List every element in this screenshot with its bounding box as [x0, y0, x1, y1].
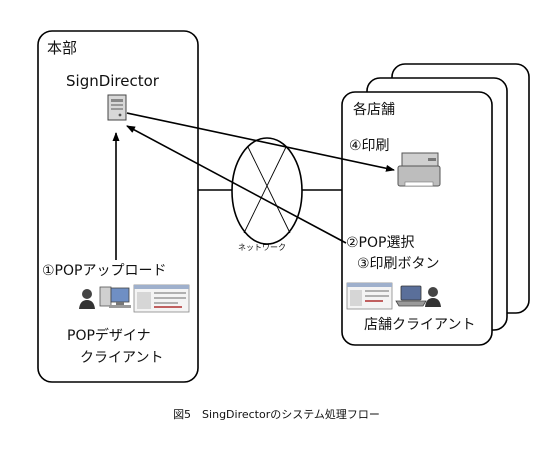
- pop-designer-label-line2: クライアント: [80, 350, 164, 366]
- network-cross-line-1: [247, 146, 291, 234]
- designer-desktop-pc-icon: [99, 286, 131, 308]
- stores-title: 各店舗: [353, 102, 395, 118]
- store-box-front: [341, 91, 493, 346]
- arrow-print: [126, 112, 395, 172]
- network-cross-line-2: [243, 146, 287, 234]
- figure-caption: 図5 SingDirectorのシステム処理フロー: [173, 408, 380, 421]
- arrow-select: [126, 125, 347, 244]
- step4-print-label: ④印刷: [349, 138, 390, 154]
- step2-select-label: ②POP選択: [346, 235, 415, 251]
- server-label: SignDirector: [66, 72, 159, 90]
- server-icon: [107, 94, 127, 121]
- step1-upload-label: ①POPアップロード: [42, 263, 167, 279]
- store-screenshot-thumbnail: [346, 282, 393, 310]
- headquarters-title: 本部: [47, 39, 78, 57]
- network-label: ネットワーク: [238, 243, 286, 252]
- step3-print-button-label: ③印刷ボタン: [357, 256, 440, 272]
- pop-designer-label-line1: POPデザイナ: [67, 328, 151, 344]
- store-user-icon: [425, 287, 441, 307]
- designer-screenshot-thumbnail: [133, 284, 190, 313]
- network-cloud: [231, 137, 303, 245]
- store-client-label: 店舗クライアント: [364, 317, 476, 333]
- store-laptop-icon: [395, 285, 427, 307]
- printer-icon: [397, 152, 441, 187]
- designer-user-icon: [79, 289, 95, 309]
